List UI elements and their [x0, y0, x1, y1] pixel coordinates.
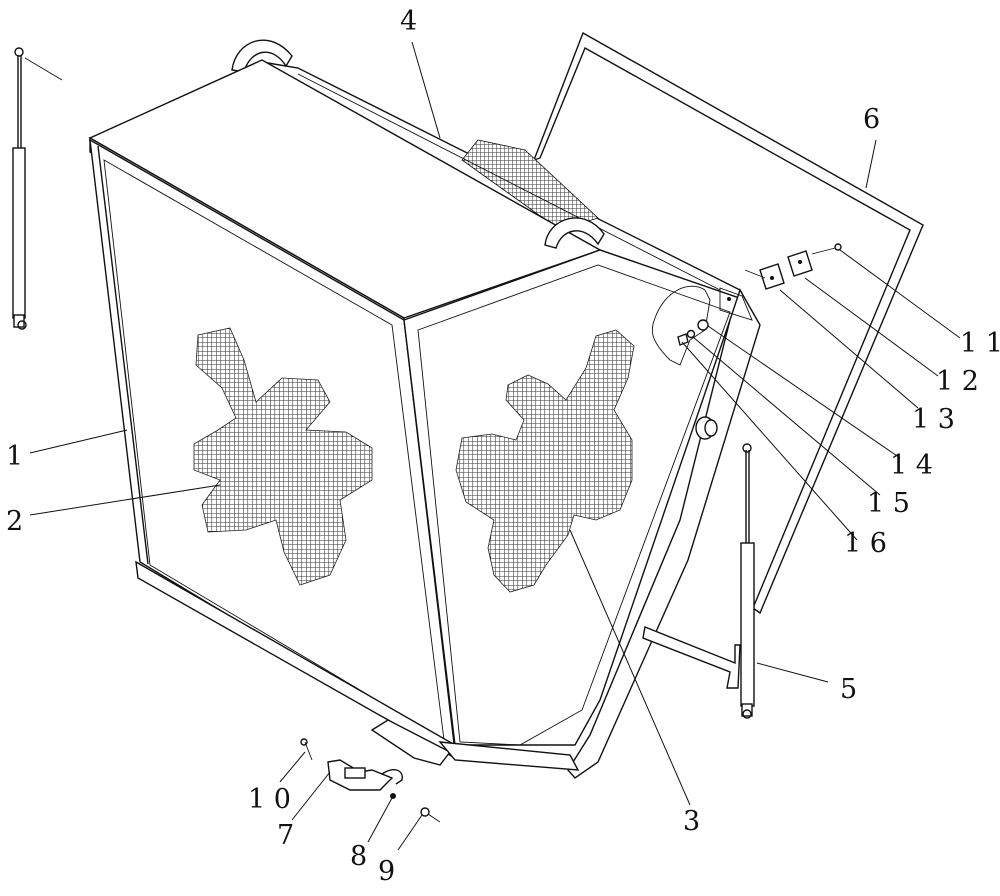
label-part-10: 1 0 [248, 784, 291, 815]
roller [695, 416, 718, 440]
label-part-15: 1 5 [867, 488, 910, 519]
label-part-14: 1 4 [890, 450, 933, 481]
part-labels: 4 6 1 2 1 1 1 2 1 3 1 4 1 5 1 6 5 3 1 0 … [6, 6, 1000, 887]
leader-lines [29, 41, 961, 851]
left-side-panel [89, 138, 456, 754]
lifting-handle-front [544, 217, 605, 249]
label-part-2: 2 [6, 506, 23, 537]
label-part-6: 6 [863, 104, 880, 135]
label-part-8: 8 [350, 841, 367, 872]
label-part-11: 1 1 [960, 328, 1000, 359]
cover-frame [532, 31, 924, 615]
label-part-5: 5 [840, 674, 857, 705]
latch-assembly [300, 738, 441, 823]
gas-strut-right [740, 443, 755, 719]
label-part-9: 9 [378, 856, 395, 887]
label-part-12: 1 2 [936, 366, 979, 397]
label-part-4: 4 [400, 6, 417, 37]
fastener-set [677, 297, 731, 346]
label-part-16: 1 6 [844, 528, 887, 559]
label-part-13: 1 3 [912, 404, 955, 435]
gas-strut-left [12, 47, 63, 330]
label-part-7: 7 [277, 820, 294, 851]
hinge-bracket-parts [744, 243, 842, 290]
label-part-3: 3 [683, 806, 700, 837]
lifting-handle-rear [231, 39, 293, 73]
bottom-rail-left [135, 560, 456, 766]
seal-strip [642, 626, 741, 689]
label-part-1: 1 [6, 441, 23, 472]
